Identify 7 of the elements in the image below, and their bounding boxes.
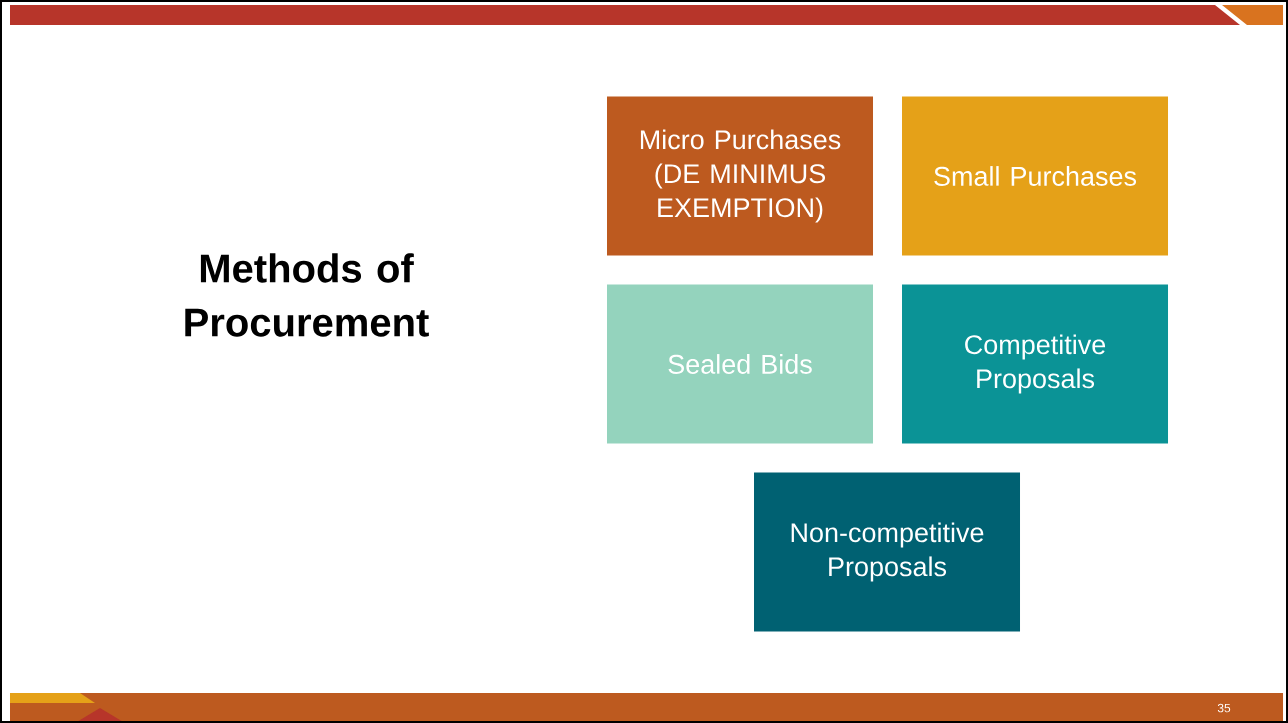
method-box: Micro Purchases (DE MINIMUS EXEMPTION): [607, 96, 873, 256]
method-box: Competitive Proposals: [902, 284, 1168, 444]
method-box: Sealed Bids: [607, 284, 873, 444]
method-box: Non-competitive Proposals: [754, 472, 1020, 632]
slide-title: Methods of Procurement: [185, 253, 429, 337]
method-box: Small Purchases: [902, 96, 1168, 256]
page-number: 35: [1217, 703, 1231, 713]
